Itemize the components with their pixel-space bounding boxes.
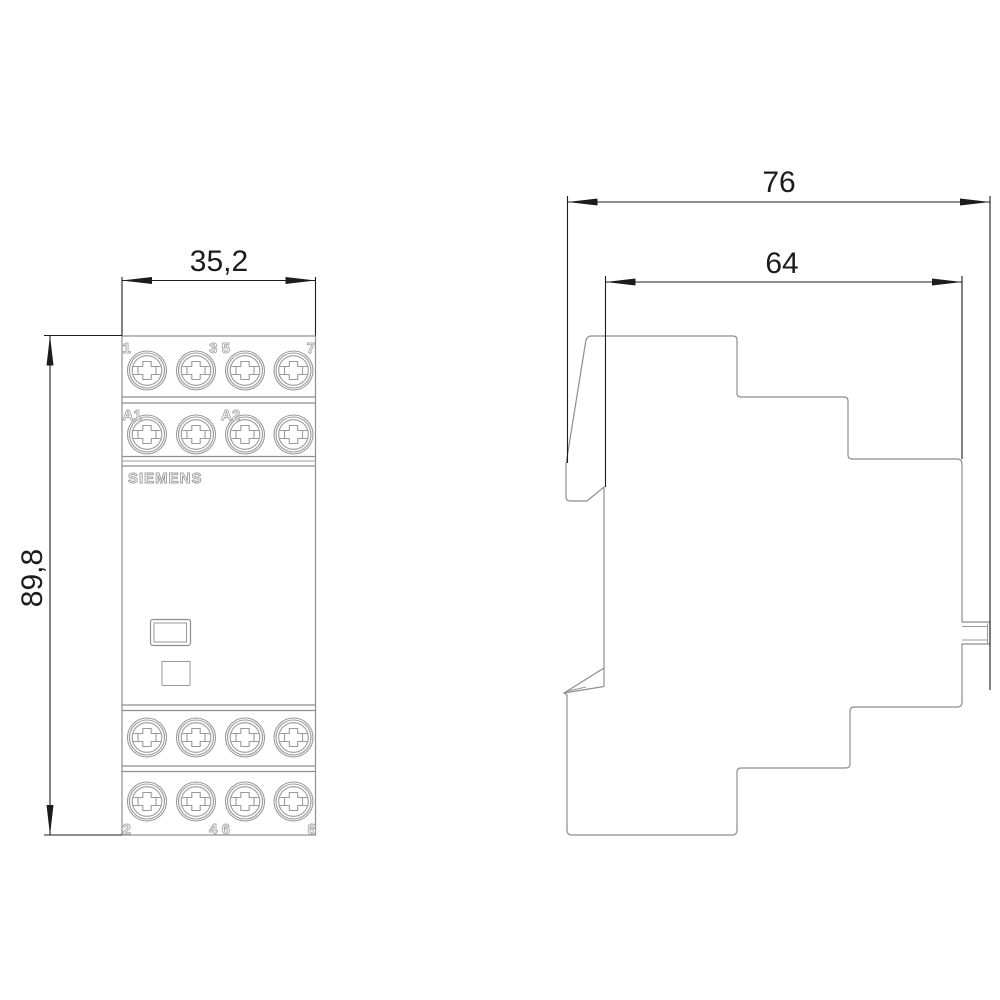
front-enclosure-outline: [121, 335, 317, 836]
dim-side-depth-total: 76: [566, 166, 991, 690]
screw-terminal: [224, 350, 266, 391]
dim-front-width-label: 35,2: [190, 245, 248, 278]
terminal-pin-detail: [962, 623, 988, 644]
screw-terminal: [273, 414, 314, 455]
terminal-label-bottom-left: 2: [123, 821, 131, 838]
side-profile-outline: [562, 335, 991, 836]
screw-terminal: [126, 781, 168, 822]
dim-side-depth-body: 64: [604, 247, 963, 487]
terminal-label-a1: A1: [123, 407, 142, 424]
terminal-label-a2: A2: [221, 407, 240, 424]
terminal-label-top-left: 1: [123, 340, 131, 357]
dim-front-height: 89,8: [16, 334, 122, 836]
status-window: [149, 618, 192, 647]
screw-terminal: [224, 781, 266, 822]
screw-terminal: [224, 717, 266, 758]
manual-switch-window: [161, 661, 191, 686]
dim-side-depth-total-label: 76: [762, 166, 795, 199]
screw-terminal: [175, 414, 217, 455]
terminal-row-lower-mid: [126, 717, 314, 758]
screw-terminal: [273, 781, 314, 822]
terminal-label-bottom-center: 4 6: [209, 821, 230, 838]
screw-terminal: [273, 717, 314, 758]
dim-side-depth-body-label: 64: [765, 247, 798, 280]
terminal-label-top-center: 3 5: [209, 340, 230, 357]
terminal-row-bottom: [126, 781, 314, 822]
side-view: [562, 335, 991, 836]
brand-logo: SIEMENS: [128, 470, 203, 487]
dim-front-width: 35,2: [121, 245, 317, 336]
terminal-label-top-right: 7: [307, 340, 315, 357]
dimensions: 35,2 89,8 76 64: [16, 166, 991, 836]
din-clip-lever: [563, 668, 605, 694]
screw-terminal: [126, 350, 168, 391]
screw-terminal: [126, 717, 168, 758]
screw-terminal: [175, 781, 217, 822]
front-segment-lines: [122, 396, 316, 773]
screw-terminal: [175, 717, 217, 758]
front-view: SIEMENS 1 3 5 7 A1 A2 2 4 6 8: [121, 335, 317, 839]
terminal-labels: 1 3 5 7 A1 A2 2 4 6 8: [122, 340, 316, 839]
terminal-label-bottom-right: 8: [308, 821, 316, 838]
dim-front-height-label: 89,8: [16, 549, 49, 607]
